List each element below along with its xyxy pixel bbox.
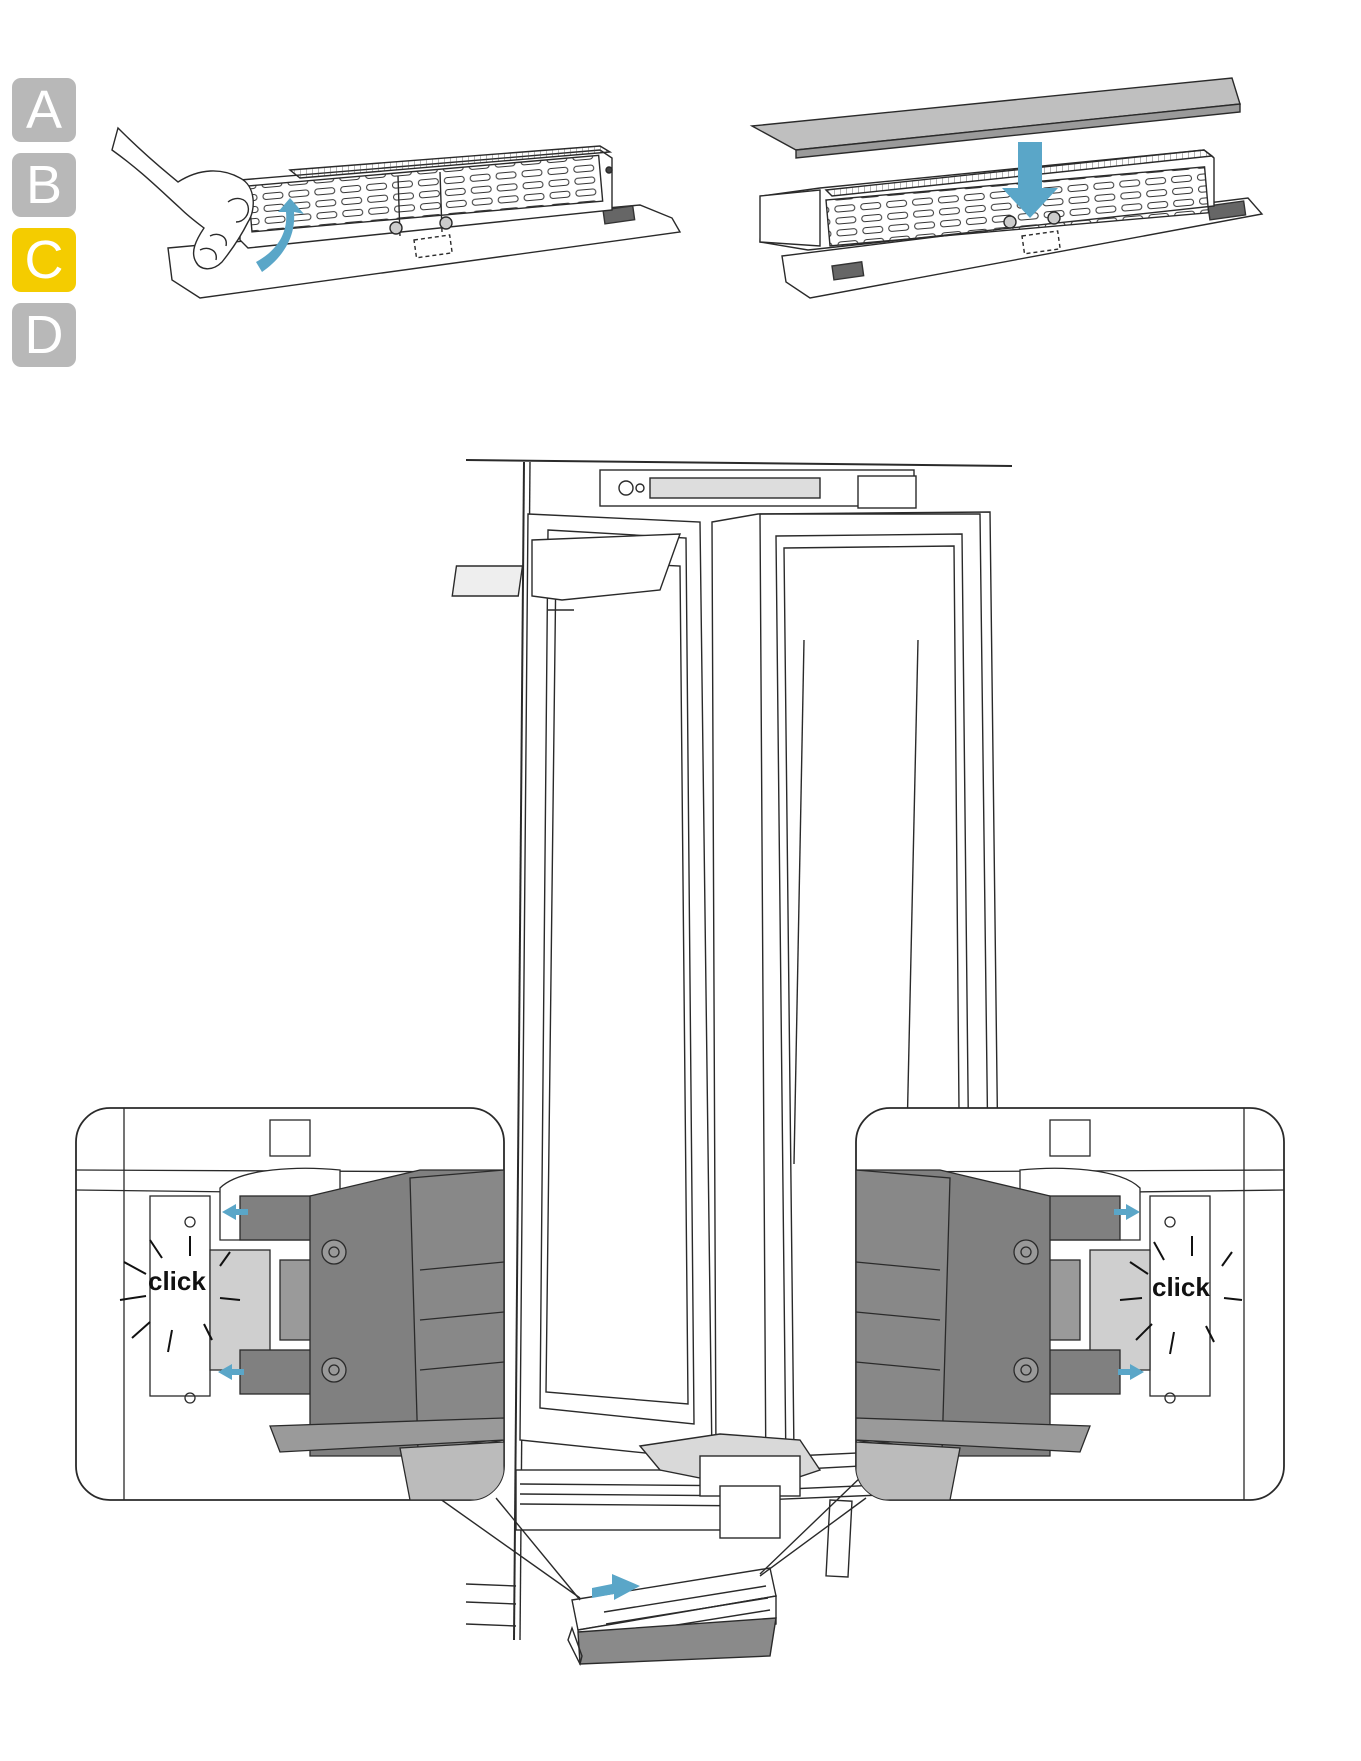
- click-label-left: click: [148, 1266, 206, 1296]
- left-callout: click: [76, 1108, 504, 1500]
- right-callout: click: [856, 1108, 1284, 1500]
- top-left-illustration: [112, 128, 680, 298]
- top-right-illustration: [752, 78, 1262, 298]
- click-label-right: click: [1152, 1272, 1210, 1302]
